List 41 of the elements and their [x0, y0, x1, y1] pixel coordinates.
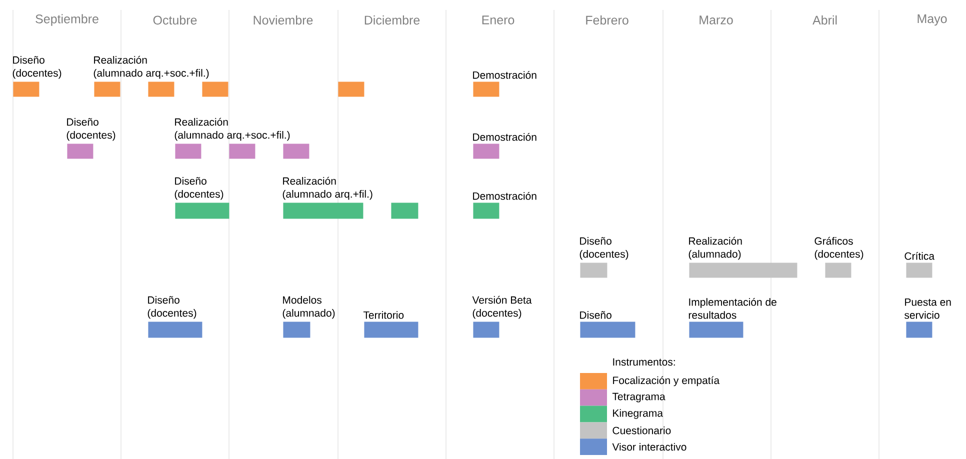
month-label: Enero [482, 16, 514, 24]
task-label: Demostración [473, 192, 536, 200]
month-label: Febrero [586, 15, 628, 25]
task-label: Demostración [473, 70, 536, 79]
task-label: Diseño (docentes) [66, 118, 116, 141]
task-label: Realización (alumnado arq.+fil.) [282, 176, 372, 200]
task-label: Realización (alumnado) [688, 236, 742, 260]
task-label: Puesta en servicio [904, 298, 951, 319]
task-bar [202, 82, 228, 97]
task-label: Diseño (docentes) [148, 296, 196, 319]
task-label: Realización (alumnado arq.+soc.+fil.) [174, 118, 290, 141]
month-label: Octubre [153, 15, 197, 25]
task-label: Diseño [580, 311, 612, 319]
task-label: Implementación de resultados [688, 298, 776, 319]
task-label: Diseño (docentes) [12, 56, 62, 79]
legend-label: Cuestionario [612, 426, 671, 434]
task-label: Diseño (docentes) [580, 237, 628, 260]
task-label: Demostración [473, 132, 536, 141]
task-label: Versión Beta (docentes) [472, 296, 532, 319]
task-label: Diseño (docentes) [174, 177, 224, 200]
task-label: Territorio [363, 311, 404, 319]
month-label: Abril [812, 15, 837, 25]
legend-label: Focalización y empatía [613, 376, 720, 386]
task-label: Realización (alumnado arq.+soc.+fil.) [94, 56, 209, 79]
legend-label: Kinegrama [613, 409, 663, 419]
task-bar [391, 202, 418, 219]
month-label: Noviembre [254, 15, 313, 25]
month-label: Diciembre [364, 15, 420, 25]
task-label: Crítica [904, 252, 935, 260]
task-bar [283, 144, 310, 159]
task-bar [148, 82, 174, 97]
month-label: Septiembre [36, 14, 98, 26]
task-label: Modelos (alumnado) [282, 296, 335, 319]
month-label: Marzo [700, 16, 733, 24]
legend-label: Tetragrama [612, 392, 666, 402]
legend-title: Instrumentos: [613, 358, 675, 366]
task-bar [338, 82, 364, 97]
legend-label: Visor interactivo [612, 442, 686, 451]
month-label: Mayo [918, 14, 947, 26]
task-bar [229, 144, 256, 159]
task-label: Gráficos (docentes) [814, 236, 864, 260]
